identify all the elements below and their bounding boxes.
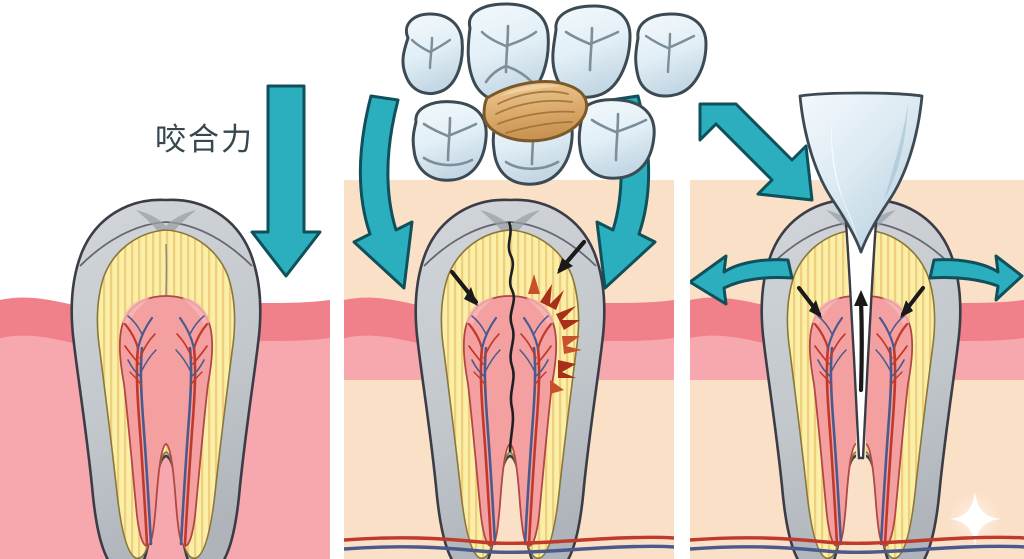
occlusal-force-arrow-down: [250, 84, 322, 278]
panel-separator-1: [330, 180, 344, 559]
lower-molar-3: [577, 98, 656, 180]
nut-highlight: [500, 84, 560, 96]
curved-force-arrow-left: [352, 94, 414, 290]
bone-vessels-panel2: [344, 535, 674, 555]
stress-arrow-right: [900, 286, 925, 318]
spread-arrow-right: [928, 254, 1024, 302]
occlusal-force-label: 咬合力: [155, 122, 254, 158]
spread-arrow-left: [688, 254, 794, 306]
stress-arrow-left: [797, 286, 822, 318]
bone-vessels-panel3: [690, 535, 1024, 555]
upper-molar-1: [401, 12, 464, 95]
diagonal-force-arrow: [698, 102, 814, 202]
tooth-cross-section-split: [760, 198, 962, 559]
upper-molar-3: [551, 4, 632, 99]
sparkle-star: [949, 492, 1001, 545]
crack-line: [507, 221, 516, 453]
panel-separator-2: [674, 180, 690, 559]
cusp-highlight: [831, 112, 858, 240]
split-direction-arrow-up: [854, 290, 868, 393]
opposing-cusp-wedge: [798, 91, 924, 254]
molar-arch-biting-nut: [401, 2, 708, 186]
almond-nut: [482, 80, 589, 143]
tooth-cross-section-healthy: [70, 198, 262, 559]
tooth-cross-section-cracked: [414, 198, 606, 559]
stress-arrow-left: [449, 269, 479, 306]
upper-molar-2: [466, 2, 550, 104]
stress-arrow-right: [557, 239, 587, 274]
upper-molar-4: [634, 12, 708, 98]
lower-molar-1: [411, 100, 488, 182]
panel-healthy: [0, 198, 330, 559]
pain-spark-marks: [528, 274, 582, 394]
